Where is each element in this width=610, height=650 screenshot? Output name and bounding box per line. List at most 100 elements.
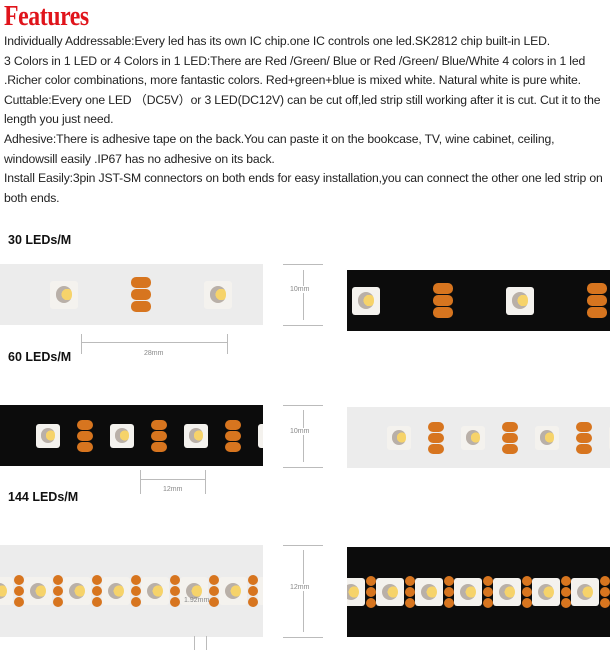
solder-pad — [92, 575, 102, 585]
pitch-label-60: 12mm — [163, 486, 182, 493]
led-chip — [110, 424, 134, 448]
led-chip — [535, 426, 559, 450]
led-chip — [0, 577, 13, 605]
solder-pad — [587, 283, 607, 294]
feature-colors: 3 Colors in 1 LED or 4 Colors in 1 LED:T… — [4, 52, 610, 91]
led-chip — [493, 578, 521, 606]
solder-pad — [405, 576, 415, 586]
solder-pad — [502, 422, 518, 432]
feature-install: Install Easily:3pin JST-SM connectors on… — [4, 169, 610, 208]
led-lens — [30, 583, 47, 600]
solder-pad — [561, 598, 571, 608]
features-title: Features — [4, 0, 89, 33]
led-lens — [382, 584, 399, 601]
solder-pad — [14, 575, 24, 585]
solder-pad — [131, 575, 141, 585]
feature-adhesive: Adhesive:There is adhesive tape on the b… — [4, 130, 610, 169]
solder-pad — [444, 598, 454, 608]
solder-pad — [209, 586, 219, 596]
solder-pad — [576, 444, 592, 454]
led-chip — [24, 577, 52, 605]
solder-pad — [248, 575, 258, 585]
solder-pad — [131, 597, 141, 607]
led-chip — [415, 578, 443, 606]
solder-pad — [151, 442, 167, 452]
solder-pad — [502, 433, 518, 443]
section-60-label: 60 LEDs/M — [8, 350, 71, 364]
led-chip — [571, 578, 599, 606]
led-chip — [219, 577, 247, 605]
solder-pad — [522, 598, 532, 608]
led-chip — [387, 426, 411, 450]
led-lens — [499, 584, 516, 601]
led-chip — [50, 281, 78, 309]
feature-cuttable: Cuttable:Every one LED （DC5V）or 3 LED(DC… — [4, 91, 610, 130]
solder-pad — [522, 576, 532, 586]
solder-pad — [225, 442, 241, 452]
solder-pad — [366, 598, 376, 608]
solder-pad — [14, 597, 24, 607]
solder-pad — [405, 587, 415, 597]
led-lens — [56, 286, 73, 303]
solder-pad — [522, 587, 532, 597]
led-chip — [141, 577, 169, 605]
solder-pad — [366, 576, 376, 586]
solder-pad — [428, 444, 444, 454]
solder-pad — [53, 586, 63, 596]
led-lens — [466, 430, 480, 444]
led-lens — [512, 292, 529, 309]
solder-pad — [600, 576, 610, 586]
led-lens — [0, 583, 7, 600]
solder-pad — [433, 295, 453, 306]
solder-pad — [600, 598, 610, 608]
solder-pad — [587, 307, 607, 318]
solder-pad — [248, 586, 258, 596]
solder-pad — [170, 597, 180, 607]
led-chip — [36, 424, 60, 448]
solder-pad — [151, 420, 167, 430]
solder-pad — [170, 586, 180, 596]
led-chip — [506, 287, 534, 315]
led-lens — [189, 428, 203, 442]
strip-30-black — [347, 270, 610, 331]
pitch-label-144: 1.92mm — [184, 597, 209, 604]
led-chip — [352, 287, 380, 315]
solder-pad — [131, 586, 141, 596]
led-chip — [376, 578, 404, 606]
solder-pad — [600, 587, 610, 597]
solder-pad — [433, 283, 453, 294]
solder-pad — [225, 431, 241, 441]
led-lens — [392, 430, 406, 444]
led-lens — [540, 430, 554, 444]
section-144-label: 144 LEDs/M — [8, 490, 78, 504]
strip-60-black — [0, 405, 263, 466]
led-lens — [421, 584, 438, 601]
solder-pad — [77, 431, 93, 441]
solder-pad — [131, 277, 151, 288]
solder-pad — [587, 295, 607, 306]
solder-pad — [428, 422, 444, 432]
solder-pad — [561, 576, 571, 586]
solder-pad — [53, 597, 63, 607]
feature-addressable: Individually Addressable:Every led has i… — [4, 32, 610, 52]
solder-pad — [444, 576, 454, 586]
features-text: Individually Addressable:Every led has i… — [4, 32, 610, 208]
led-chip — [63, 577, 91, 605]
solder-pad — [405, 598, 415, 608]
led-lens — [108, 583, 125, 600]
led-chip — [258, 424, 263, 448]
led-lens — [347, 584, 359, 601]
strip-60-white — [347, 407, 610, 468]
led-chip — [258, 577, 263, 605]
solder-pad — [576, 422, 592, 432]
led-chip — [461, 426, 485, 450]
led-chip — [102, 577, 130, 605]
led-chip — [347, 578, 365, 606]
solder-pad — [92, 597, 102, 607]
led-chip — [184, 424, 208, 448]
solder-pad — [92, 586, 102, 596]
pitch-label-30: 28mm — [144, 350, 163, 357]
solder-pad — [248, 597, 258, 607]
led-lens — [41, 428, 55, 442]
solder-pad — [561, 587, 571, 597]
